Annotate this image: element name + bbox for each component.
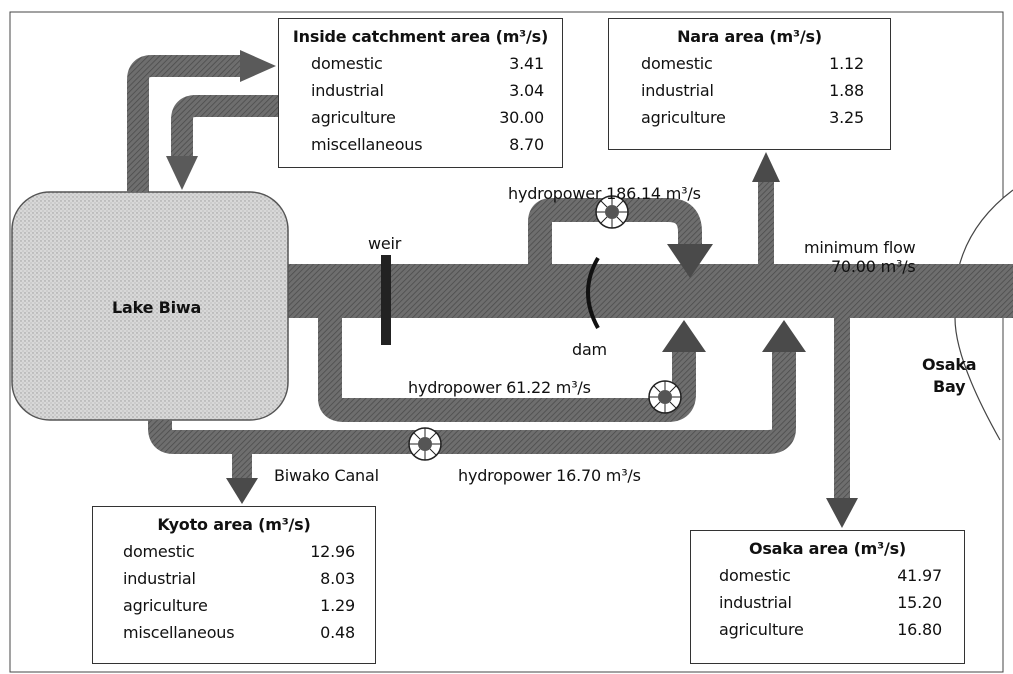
minimum-flow-line2: 70.00 m³/s [830,257,916,276]
turbine-low-icon [408,427,442,461]
osaka-arrow [826,498,858,528]
catchment-outflow-arrow [240,50,276,82]
biwako-canal-label: Biwako Canal [274,466,379,485]
weir-label: weir [368,234,402,253]
row-value: 41.97 [897,566,942,585]
row-value: 30.00 [499,108,544,127]
table-row: domestic 41.97 [719,562,942,589]
osaka-bay-line2: Bay [933,377,966,396]
table-row: miscellaneous 8.70 [311,131,544,158]
table-row: domestic 3.41 [311,50,544,77]
table-row: domestic 1.12 [641,50,864,77]
hydropower-mid-arrow [662,320,706,352]
row-name: domestic [123,542,195,561]
hydropower-low-channel [148,352,796,454]
row-value: 3.25 [829,108,864,127]
minimum-flow-line1: minimum flow [804,238,916,257]
page-frame [9,11,1004,673]
hydropower-top-label: hydropower 186.14 m³/s [508,184,701,203]
table-row: industrial 1.88 [641,77,864,104]
lake-biwa-label: Lake Biwa [112,298,202,317]
nara-title: Nara area (m³/s) [677,27,822,46]
hydropower-mid-label: hydropower 61.22 m³/s [408,378,591,397]
row-name: industrial [719,593,792,612]
hydropower-low-label: hydropower 16.70 m³/s [458,466,641,485]
row-value: 8.03 [320,569,355,588]
table-row: agriculture 16.80 [719,616,942,643]
row-name: agriculture [311,108,396,127]
table-row: agriculture 3.25 [641,104,864,131]
table-row: miscellaneous 0.48 [123,619,355,646]
hydropower-top-arrow [667,244,713,278]
kyoto-title: Kyoto area (m³/s) [157,515,311,534]
hydropower-mid-channel [318,318,696,422]
row-value: 15.20 [897,593,942,612]
row-name: industrial [311,81,384,100]
row-value: 1.29 [320,596,355,615]
bay-arc-bottom [954,317,1001,441]
osaka-bay-line1: Osaka [922,355,977,374]
catchment-title: Inside catchment area (m³/s) [292,27,549,46]
row-name: agriculture [123,596,208,615]
row-name: industrial [641,81,714,100]
catchment-return-arrow [166,156,198,190]
row-value: 1.12 [829,54,864,73]
osaka-bay-label: Osaka Bay [922,354,977,398]
dam-label: dam [572,340,607,359]
row-name: domestic [641,54,713,73]
row-name: miscellaneous [123,623,235,642]
row-name: miscellaneous [311,135,423,154]
catchment-rows: domestic 3.41 industrial 3.04 agriculture 3… [279,50,562,158]
table-row: industrial 15.20 [719,589,942,616]
table-row: industrial 8.03 [123,565,355,592]
nara-arrow [752,152,780,182]
table-row: agriculture 1.29 [123,592,355,619]
row-name: agriculture [641,108,726,127]
turbine-mid-icon [648,380,682,414]
dam-arc [586,256,600,329]
row-value: 0.48 [320,623,355,642]
table-row: domestic 12.96 [123,538,355,565]
catchment-outflow [127,55,240,192]
row-value: 3.04 [509,81,544,100]
row-name: agriculture [719,620,804,639]
row-name: domestic [719,566,791,585]
catchment-box: Inside catchment area (m³/s) domestic 3.4… [278,18,563,168]
row-value: 16.80 [897,620,942,639]
row-value: 3.41 [509,54,544,73]
catchment-return [171,95,278,156]
minimum-flow-label: minimum flow 70.00 m³/s [800,238,916,276]
table-row: industrial 3.04 [311,77,544,104]
row-name: industrial [123,569,196,588]
kyoto-rows: domestic 12.96 industrial 8.03 agriculture… [93,538,375,646]
row-name: domestic [311,54,383,73]
nara-box: Nara area (m³/s) domestic 1.12 industrial… [608,18,891,150]
table-row: agriculture 30.00 [311,104,544,131]
osaka-title: Osaka area (m³/s) [748,539,907,558]
turbine-top-icon [595,195,629,229]
row-value: 8.70 [509,135,544,154]
biwako-canal-arrow [226,478,258,504]
hydropower-low-arrow [762,320,806,352]
osaka-rows: domestic 41.97 industrial 15.20 agricultur… [691,562,964,643]
row-value: 12.96 [310,542,355,561]
nara-rows: domestic 1.12 industrial 1.88 agriculture 3… [609,50,890,131]
osaka-box: Osaka area (m³/s) domestic 41.97 industri… [690,530,965,664]
row-value: 1.88 [829,81,864,100]
weir-bar [381,255,391,345]
kyoto-box: Kyoto area (m³/s) domestic 12.96 industri… [92,506,376,664]
main-river [285,264,1013,318]
